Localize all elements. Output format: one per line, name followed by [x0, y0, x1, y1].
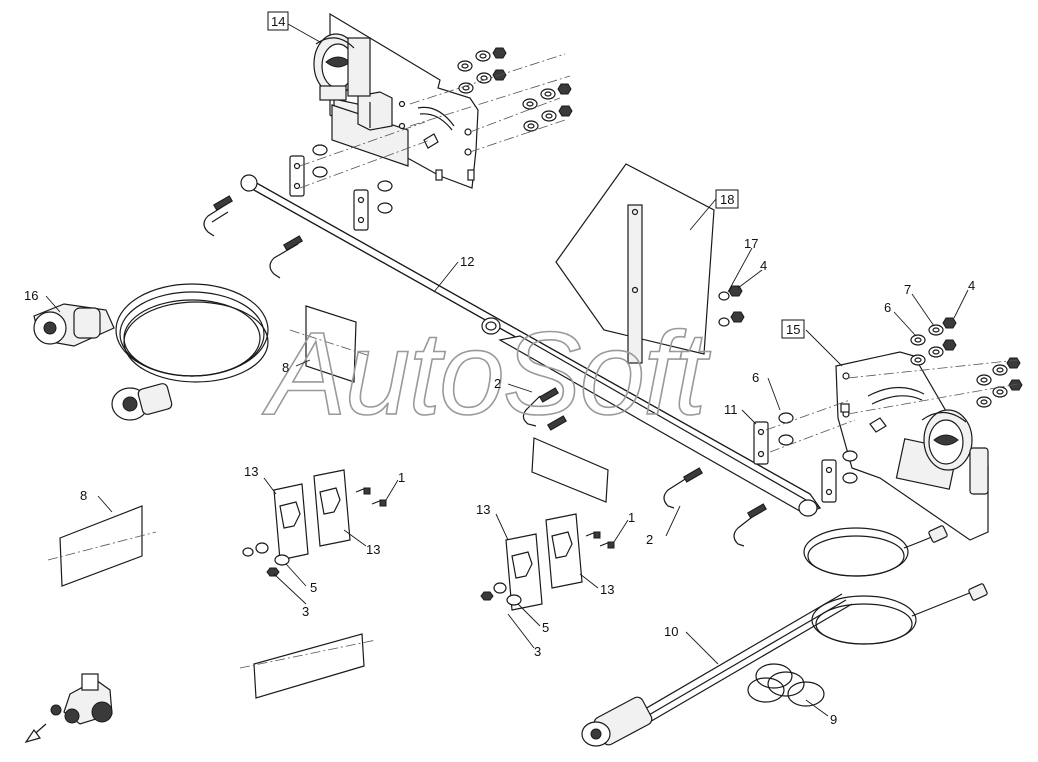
bracket-set-right	[480, 513, 615, 611]
callout-15: 15	[786, 322, 800, 337]
callout-1-left: 1	[398, 470, 405, 485]
callout-13-d: 13	[600, 582, 614, 597]
watermark-text: AutoSoft	[262, 308, 711, 440]
callout-7: 7	[904, 282, 911, 297]
callout-6-top: 6	[884, 300, 891, 315]
callout-2-top: 2	[494, 376, 501, 391]
callout-5-left: 5	[310, 580, 317, 595]
callout-13-a: 13	[244, 464, 258, 479]
u-bolts	[203, 195, 767, 547]
cross-tube	[240, 174, 822, 517]
washers-right-group	[910, 317, 1023, 408]
rotary-sensor-right	[921, 409, 989, 495]
callout-4-right: 4	[968, 278, 975, 293]
callout-3-left: 3	[302, 604, 309, 619]
callout-box-15	[781, 319, 805, 339]
callout-14: 14	[271, 14, 285, 29]
tractor-direction-icon	[24, 673, 113, 744]
callout-box-18	[715, 189, 739, 209]
callout-8-left: 8	[80, 488, 87, 503]
callout-2-bottom: 2	[646, 532, 653, 547]
washers-17-4	[718, 285, 745, 327]
callout-16: 16	[24, 288, 38, 303]
cable-harness	[581, 525, 988, 747]
coiled-cable-plug	[33, 283, 269, 421]
callout-1-right: 1	[628, 510, 635, 525]
callout-12: 12	[460, 254, 474, 269]
callout-9: 9	[830, 712, 837, 727]
washers-top-group	[457, 47, 573, 132]
callout-18: 18	[720, 192, 734, 207]
callout-4-top: 4	[760, 258, 767, 273]
bracket-set-left	[242, 469, 387, 577]
shield-panel	[555, 163, 715, 364]
cable-ties	[747, 663, 825, 707]
callout-13-b: 13	[366, 542, 380, 557]
callout-box-14	[267, 11, 289, 31]
callout-17: 17	[744, 236, 758, 251]
clamp-brackets-right	[753, 412, 858, 503]
rotary-sensor-left	[313, 33, 371, 101]
callout-8-top: 8	[282, 360, 289, 375]
leader-lines	[45, 23, 969, 717]
callout-10: 10	[664, 624, 678, 639]
callout-labels: 14 18 15 17 4 4 7 6 6 12 16 8 8 2 2 11 1…	[24, 11, 975, 727]
callout-13-c: 13	[476, 502, 490, 517]
callout-6-mid: 6	[752, 370, 759, 385]
callout-5-right: 5	[542, 620, 549, 635]
callout-3-right: 3	[534, 644, 541, 659]
decal-labels	[47, 305, 609, 699]
callout-11: 11	[724, 402, 738, 417]
